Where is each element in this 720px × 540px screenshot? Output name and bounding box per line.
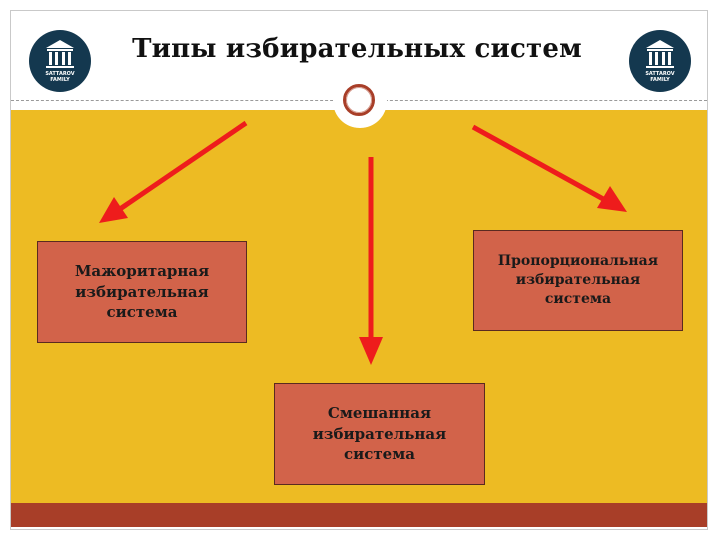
- box-line: Пропорциональная: [497, 252, 659, 269]
- box-line: Смешанная: [327, 403, 432, 422]
- logo-text: SATTAROV FAMILY: [29, 71, 91, 83]
- box-line: избирательная: [75, 282, 209, 301]
- box-line: избирательная: [515, 271, 641, 288]
- arrowhead-majoritarian: [99, 197, 128, 223]
- logo-text-line2: FAMILY: [650, 77, 670, 83]
- box-line: система: [544, 291, 612, 308]
- arrowhead-mixed: [359, 337, 383, 365]
- arrowhead-proportional: [597, 186, 627, 212]
- box-line: система: [344, 445, 415, 464]
- box-line: система: [106, 303, 178, 322]
- sattarov-family-logo-left: SATTAROV FAMILY: [29, 30, 91, 92]
- bottom-bar: [11, 503, 707, 527]
- box-mixed-system: Смешанная избирательная система: [274, 383, 485, 485]
- sattarov-family-logo-right: SATTAROV FAMILY: [629, 30, 691, 92]
- box-line: избирательная: [312, 424, 447, 443]
- logo-text-line1: SATTAROV: [645, 71, 675, 77]
- logo-text-line1: SATTAROV: [45, 71, 75, 77]
- arrow-to-proportional: [471, 124, 607, 203]
- box-line: Мажоритарная: [74, 261, 210, 280]
- slide-title: Типы избирательных систем: [132, 34, 582, 64]
- logo-text-line2: FAMILY: [50, 77, 70, 83]
- box-proportional-system: Пропорциональная избирательная система: [473, 230, 683, 331]
- building-columns-icon: [46, 40, 74, 68]
- box-majoritarian-system: Мажоритарная избирательная система: [37, 241, 247, 343]
- circle-ring-inner: [346, 87, 372, 113]
- logo-text: SATTAROV FAMILY: [629, 71, 691, 83]
- arrow-to-majoritarian: [118, 120, 248, 212]
- building-columns-icon: [646, 40, 674, 68]
